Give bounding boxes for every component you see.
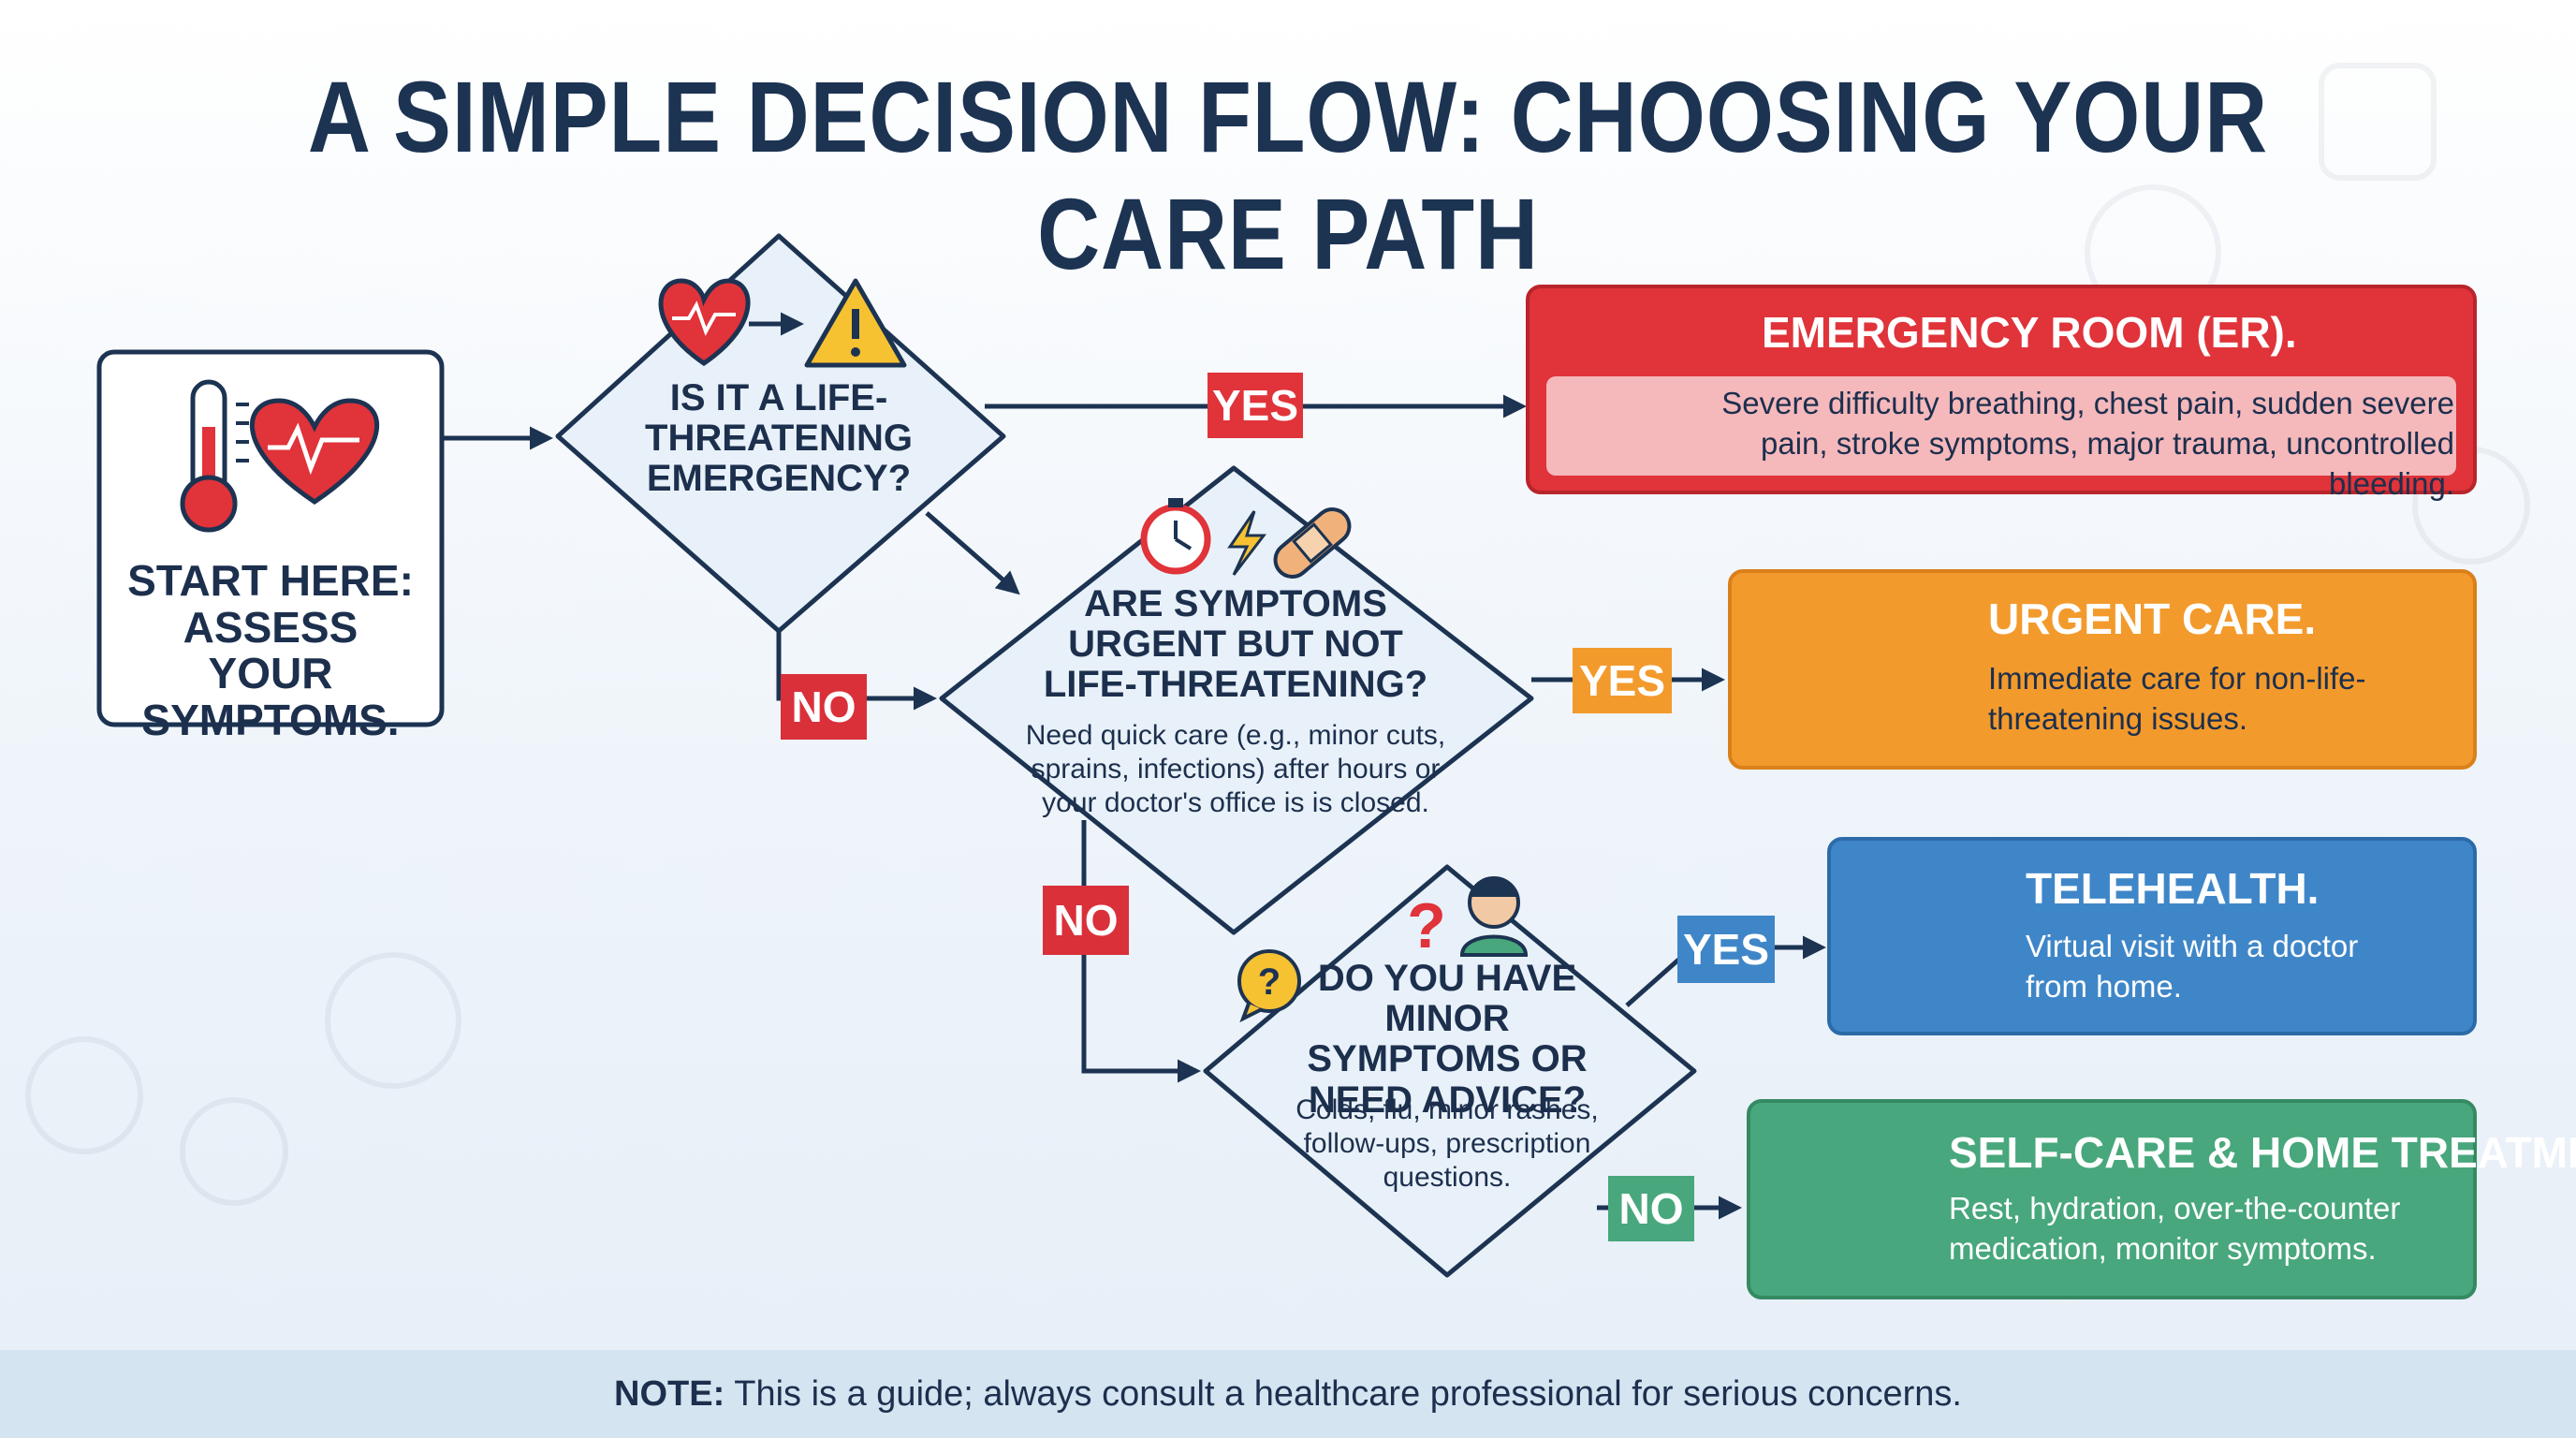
thermometer-icon [180, 379, 249, 533]
outcome-er-desc-panel [1546, 376, 2456, 476]
outcome-selfcare-desc: Rest, hydration, over-the-counter medica… [1949, 1191, 2401, 1266]
note-bar: NOTE: This is a guide; always consult a … [0, 1350, 2576, 1438]
page-title: A SIMPLE DECISION FLOW: CHOOSING YOUR CA… [307, 60, 2269, 290]
outcome-urgent-box [1728, 569, 2477, 770]
warning-icon [804, 278, 907, 368]
decision-q3-detail: Colds, flu, minor rashes, follow-ups, pr… [1295, 1094, 1599, 1193]
q3-no-tag: NO [1608, 1176, 1694, 1241]
heart-pulse-icon [250, 398, 379, 506]
decision-q2-diamond [939, 465, 1534, 935]
svg-text:?: ? [1407, 890, 1446, 961]
decision-q2-detail: Need quick care (e.g., minor cuts, sprai… [1025, 720, 1446, 818]
note-prefix: NOTE: [614, 1373, 725, 1414]
lightning-icon [1227, 510, 1267, 576]
outcome-selfcare-title: SELF-CARE & HOME TREATMENT. [1949, 1128, 2576, 1177]
connector-q1-no [776, 631, 937, 711]
decision-q3-diamond [1203, 864, 1697, 1278]
decision-q3-label: DO YOU HAVE MINOR SYMPTOMS OR NEED ADVIC… [1307, 958, 1588, 1121]
bandage-icon [1273, 507, 1352, 579]
outcome-telehealth-box [1827, 837, 2477, 1035]
q1-yes-tag: YES [1208, 373, 1303, 438]
decision-q2-label: ARE SYMPTOMS URGENT BUT NOT LIFE-THREATE… [1043, 583, 1428, 706]
outcome-er-title: EMERGENCY ROOM (ER). [1762, 308, 2297, 357]
start-label: START HERE: ASSESS YOUR SYMPTOMS. [127, 556, 414, 745]
outcome-selfcare-box [1747, 1099, 2477, 1299]
outcome-telehealth-title: TELEHEALTH. [2026, 864, 2320, 913]
stopwatch-icon [1140, 498, 1211, 575]
outcome-er-desc: Severe difficulty breathing, chest pain,… [1721, 386, 2454, 501]
decision-q1-label: IS IT A LIFE-THREATENING EMERGENCY? [645, 377, 913, 500]
q2-no-tag: NO [1043, 886, 1129, 955]
q1-no-tag: NO [781, 674, 867, 740]
question-mark-icon: ? [1407, 890, 1446, 961]
heart-pulse-icon [658, 278, 804, 367]
note-text: This is a guide; always consult a health… [734, 1373, 1962, 1414]
q2-yes-tag: YES [1573, 648, 1672, 713]
outcome-urgent-desc: Immediate care for non-life-threatening … [1988, 661, 2366, 736]
question-bubble-icon: ? [1237, 949, 1301, 1023]
outcome-urgent-title: URGENT CARE. [1988, 594, 2317, 643]
connector-q1-diag [925, 511, 1020, 595]
sick-person-icon [1459, 876, 1529, 957]
svg-text:?: ? [1258, 961, 1281, 1003]
q3-yes-tag: YES [1677, 916, 1775, 983]
outcome-telehealth-desc: Virtual visit with a doctor from home. [2026, 929, 2359, 1004]
